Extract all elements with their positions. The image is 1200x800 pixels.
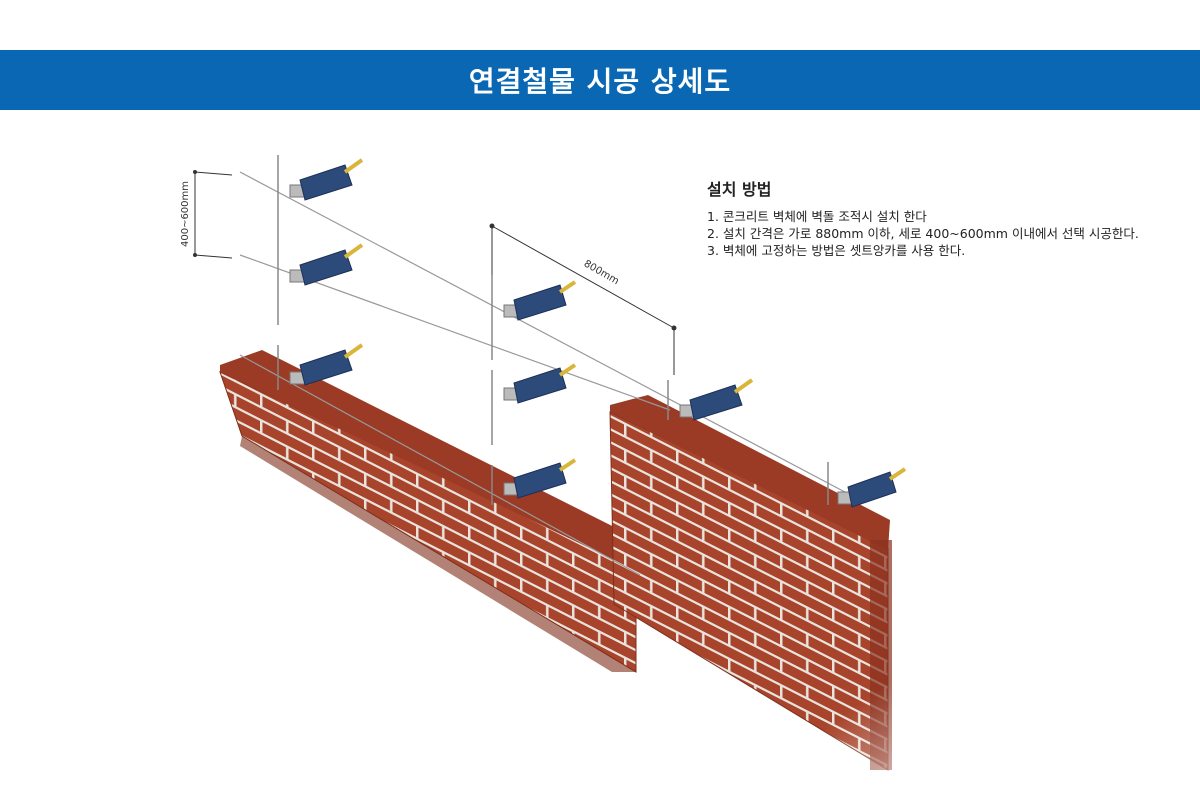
wall-tie xyxy=(491,275,577,360)
installation-notes: 설치 방법 1. 콘크리트 벽체에 벽돌 조적시 설치 한다 2. 설치 간격은… xyxy=(707,176,1187,259)
fade-overlay xyxy=(560,520,960,800)
wall-tie xyxy=(491,458,577,505)
header-bar: 연결철물 시공 상세도 xyxy=(0,50,1200,110)
vertical-dimension: 400~600mm xyxy=(180,170,233,259)
wall-tie xyxy=(277,240,364,325)
wall-tie xyxy=(277,155,364,240)
wall-tie xyxy=(667,378,754,421)
notes-list: 1. 콘크리트 벽체에 벽돌 조적시 설치 한다 2. 설치 간격은 가로 88… xyxy=(707,208,1187,259)
vertical-dimension-label: 400~600mm xyxy=(180,181,191,247)
notes-item: 2. 설치 간격은 가로 880mm 이하, 세로 400~600mm 이내에서… xyxy=(707,226,1139,241)
page-title: 연결철물 시공 상세도 xyxy=(468,65,732,98)
horizontal-dimension-label: 800mm xyxy=(582,258,621,287)
notes-item: 3. 벽체에 고정하는 방법은 셋트앙카를 사용 한다. xyxy=(707,243,966,258)
wall-tie xyxy=(491,363,577,445)
notes-item: 1. 콘크리트 벽체에 벽돌 조적시 설치 한다 xyxy=(707,209,927,224)
notes-title: 설치 방법 xyxy=(707,180,772,199)
wall-tie xyxy=(277,343,364,390)
wall-tie xyxy=(827,462,907,508)
